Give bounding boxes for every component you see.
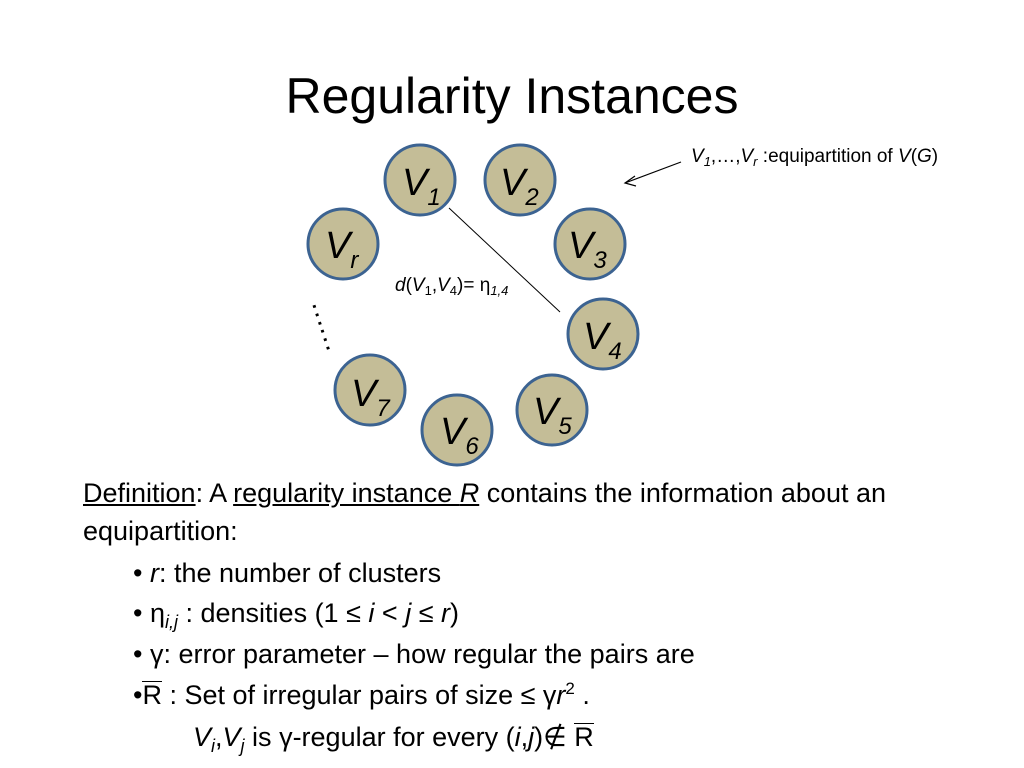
regularity-condition: Vi,Vj is γ-regular for every (i,j)∉ R xyxy=(193,722,594,756)
definition-text: Definition: A regularity instance R cont… xyxy=(83,478,887,546)
node-circle-v5 xyxy=(515,373,589,447)
node-circle-v2 xyxy=(483,143,557,217)
annotation-arrowhead xyxy=(623,175,637,187)
definition-word: Definition xyxy=(83,478,196,508)
edge-density-label: d(V1,V4)= η1,4 xyxy=(395,275,509,298)
annotation-arrow-line xyxy=(624,161,682,184)
node-circle-vr xyxy=(306,207,380,281)
r-bar-symbol: R xyxy=(142,680,162,710)
node-label-v5: V5 xyxy=(533,391,572,440)
node-label-v4: V4 xyxy=(583,316,622,365)
edge-v1-v4 xyxy=(448,207,561,313)
bullet-gamma: • γ: error parameter – how regular the p… xyxy=(133,639,695,669)
equipartition-annotation: V1,…,Vr :equipartition of V(G) xyxy=(691,146,939,169)
node-label-v7: V7 xyxy=(351,373,390,422)
node-label-v6: V6 xyxy=(440,411,479,460)
bullet-densities: • ηi,j : densities (1 ≤ i < j ≤ r) xyxy=(133,598,460,632)
node-circle-v6 xyxy=(420,393,494,467)
node-circle-v3 xyxy=(553,207,627,281)
node-label-vr: Vr xyxy=(325,225,359,274)
page-title: Regularity Instances xyxy=(285,68,739,124)
node-circle-v7 xyxy=(333,353,407,427)
regularity-instance-term: regularity instance R xyxy=(233,478,480,508)
node-circle-v4 xyxy=(566,297,640,371)
r-bar-symbol: R xyxy=(574,722,594,752)
node-label-v2: V2 xyxy=(500,162,539,211)
node-circle-v1 xyxy=(383,143,457,217)
node-label-v1: V1 xyxy=(402,162,441,211)
bullet-r: • r: the number of clusters xyxy=(133,558,442,588)
node-label-v3: V3 xyxy=(568,225,607,274)
bullet-irregular-pairs: •R : Set of irregular pairs of size ≤ γr… xyxy=(133,679,590,710)
